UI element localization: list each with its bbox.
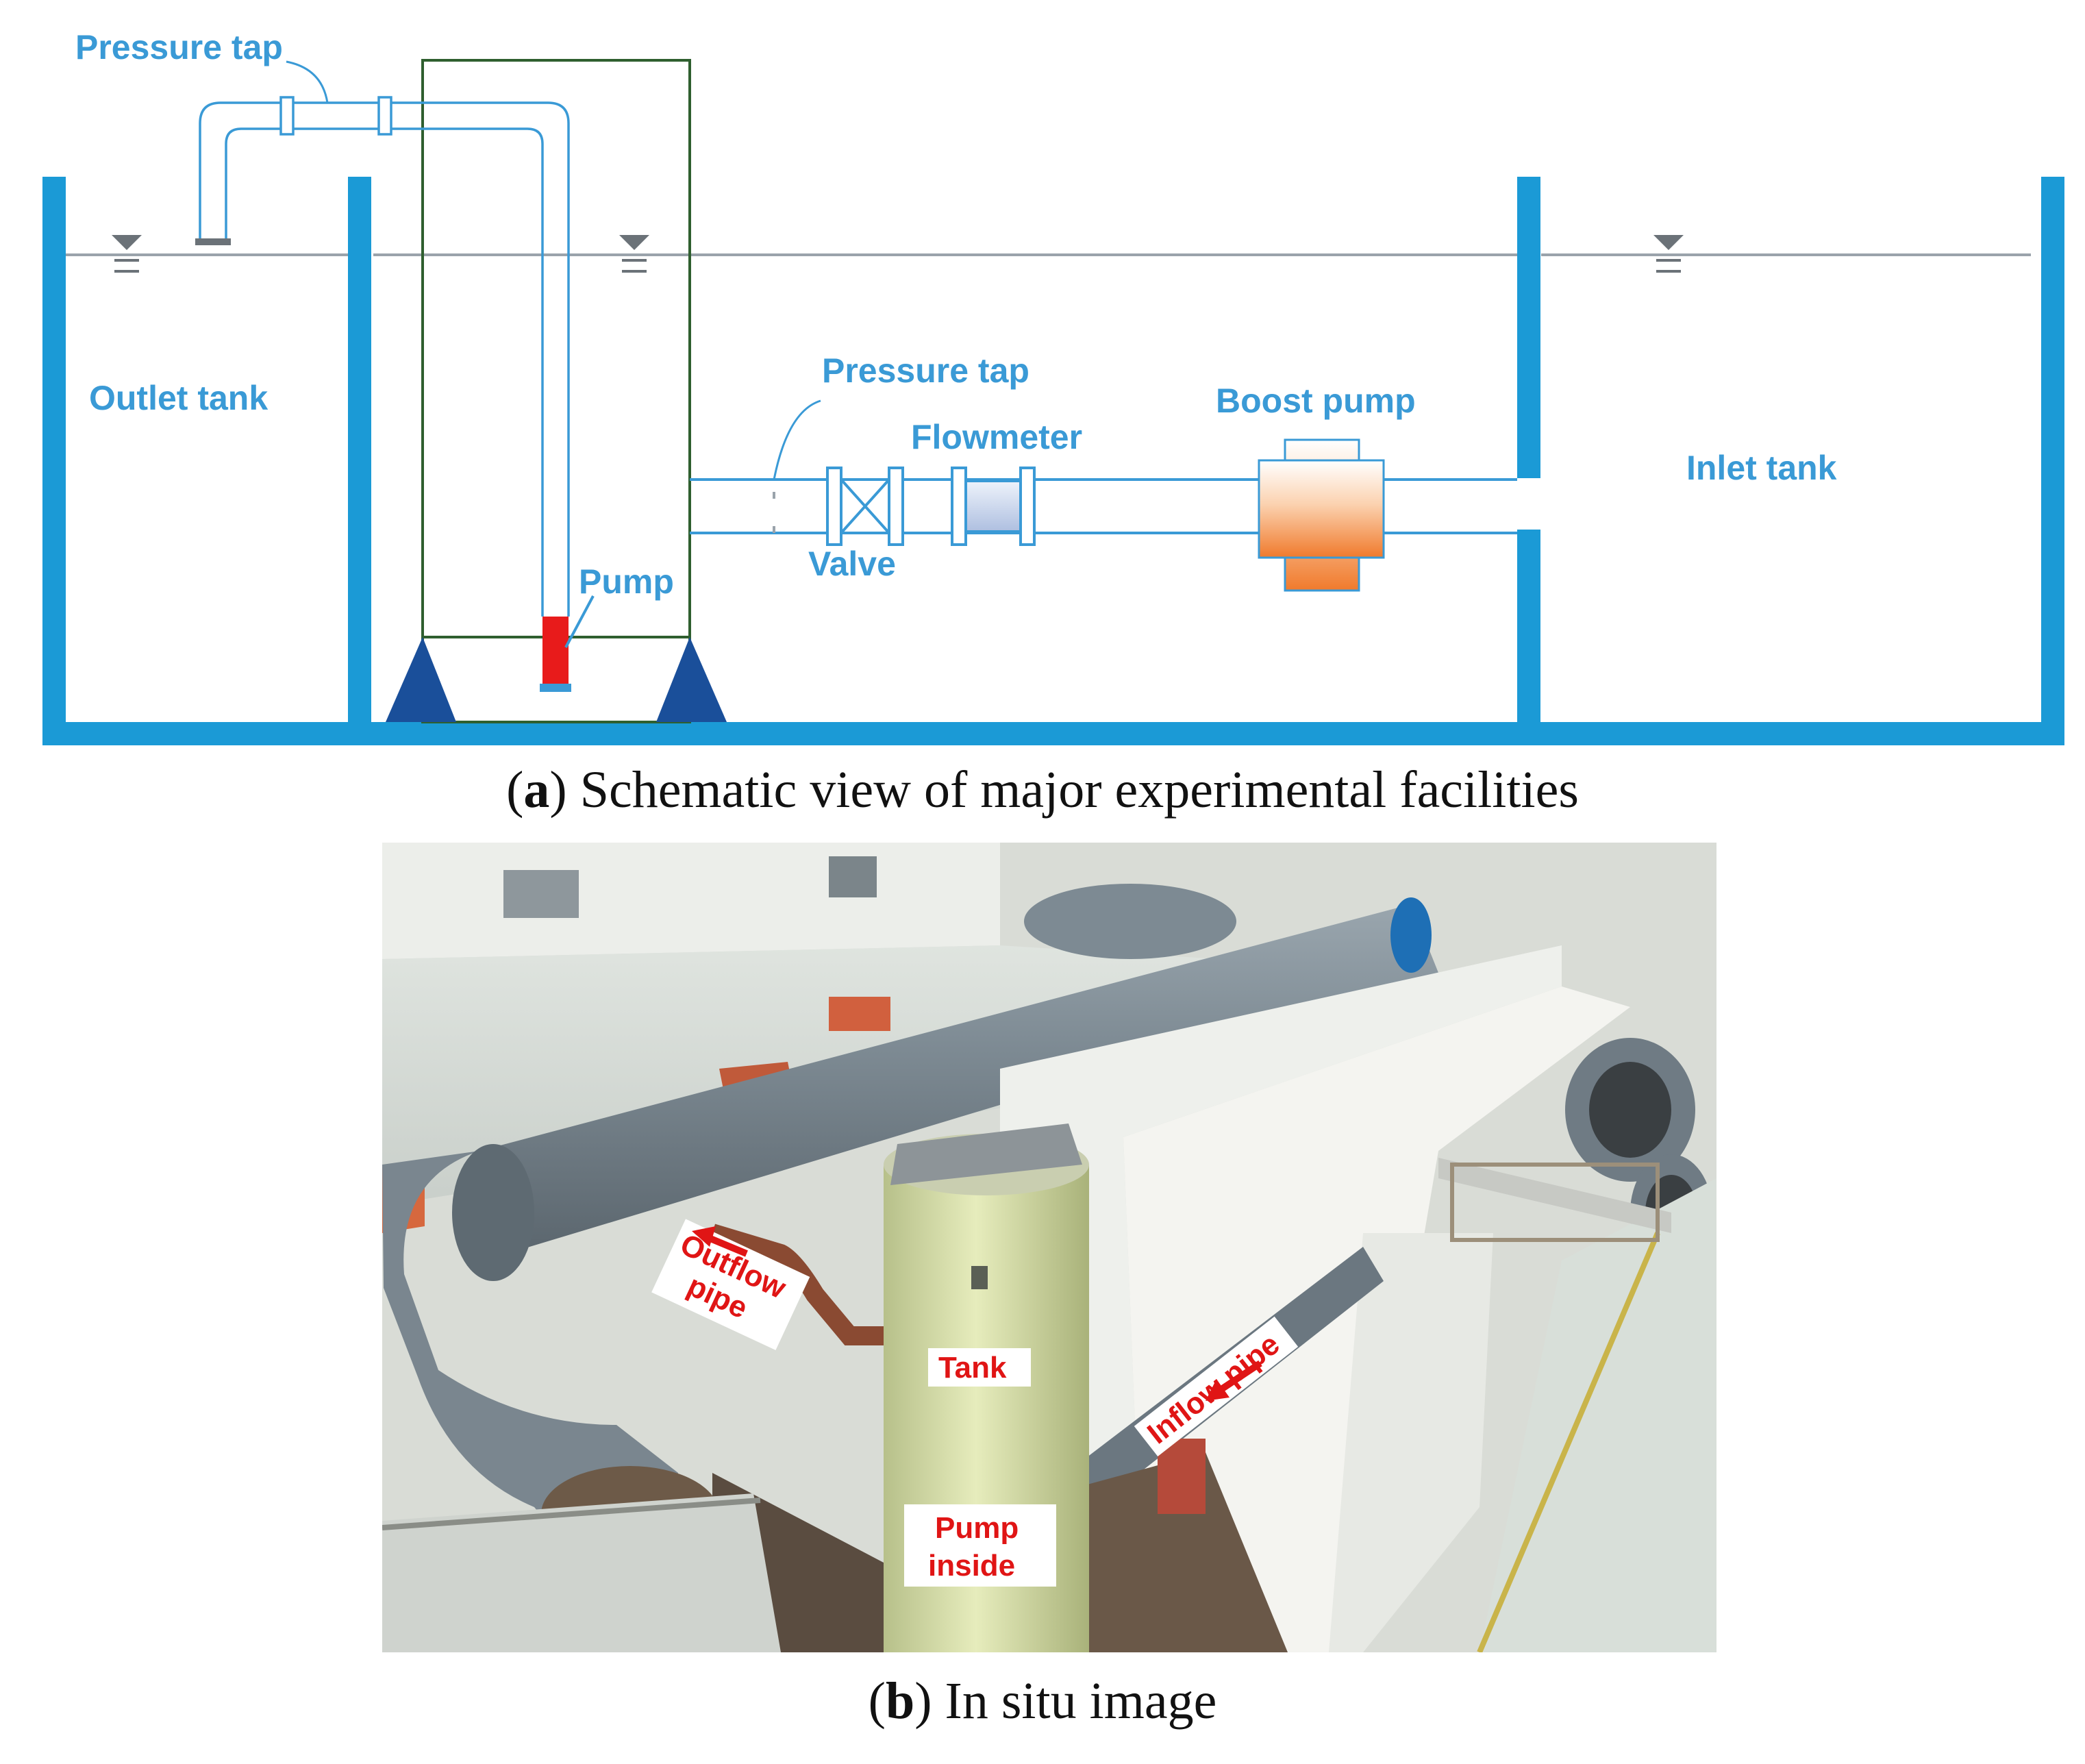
boost-pump bbox=[1258, 438, 1385, 592]
pump bbox=[540, 595, 595, 692]
label-pressure-tap-mid: Pressure tap bbox=[822, 351, 1029, 390]
support-left bbox=[386, 637, 456, 722]
valve bbox=[826, 467, 904, 546]
water-level-symbol-middle bbox=[619, 235, 649, 273]
svg-text:Tank: Tank bbox=[938, 1351, 1007, 1384]
label-flowmeter: Flowmeter bbox=[911, 418, 1082, 456]
label-outlet-tank: Outlet tank bbox=[89, 379, 268, 417]
pump-station-frame bbox=[421, 59, 691, 723]
svg-text:inside: inside bbox=[928, 1549, 1015, 1582]
label-valve: Valve bbox=[808, 545, 896, 583]
water-level-symbol-outlet bbox=[112, 235, 142, 273]
photo-label-tank: Tank bbox=[928, 1348, 1031, 1387]
photo-label-pump-inside: Pump inside bbox=[904, 1504, 1056, 1587]
svg-text:Pump: Pump bbox=[935, 1511, 1019, 1545]
water-level-symbol-inlet bbox=[1653, 235, 1684, 273]
pressure-tap-top-pointer bbox=[286, 60, 329, 103]
outflow-pipe bbox=[199, 96, 570, 617]
label-boost-pump: Boost pump bbox=[1216, 382, 1416, 420]
flowmeter bbox=[951, 467, 1036, 546]
in-situ-photo: Outflow pipe Tank Inflow pipe Pump insid… bbox=[382, 843, 1716, 1652]
schematic-panel: Pressure tap Outlet tank Pressure tap Fl… bbox=[42, 28, 2064, 745]
outflow-arrow bbox=[692, 1226, 748, 1257]
label-inlet-tank: Inlet tank bbox=[1686, 449, 1837, 487]
tank-walls bbox=[42, 177, 2064, 745]
inflow-arrow bbox=[1206, 1360, 1262, 1401]
label-pump: Pump bbox=[579, 562, 674, 601]
caption-b: (b) In situ image bbox=[868, 1672, 1217, 1730]
caption-a: (a) Schematic view of major experimental… bbox=[506, 761, 1579, 819]
pressure-tap-mid-pointer bbox=[773, 399, 821, 480]
outflow-pipe-outlet bbox=[195, 238, 231, 245]
supply-pipe bbox=[690, 478, 1517, 534]
support-right bbox=[656, 637, 727, 722]
label-pressure-tap-top: Pressure tap bbox=[75, 28, 283, 66]
